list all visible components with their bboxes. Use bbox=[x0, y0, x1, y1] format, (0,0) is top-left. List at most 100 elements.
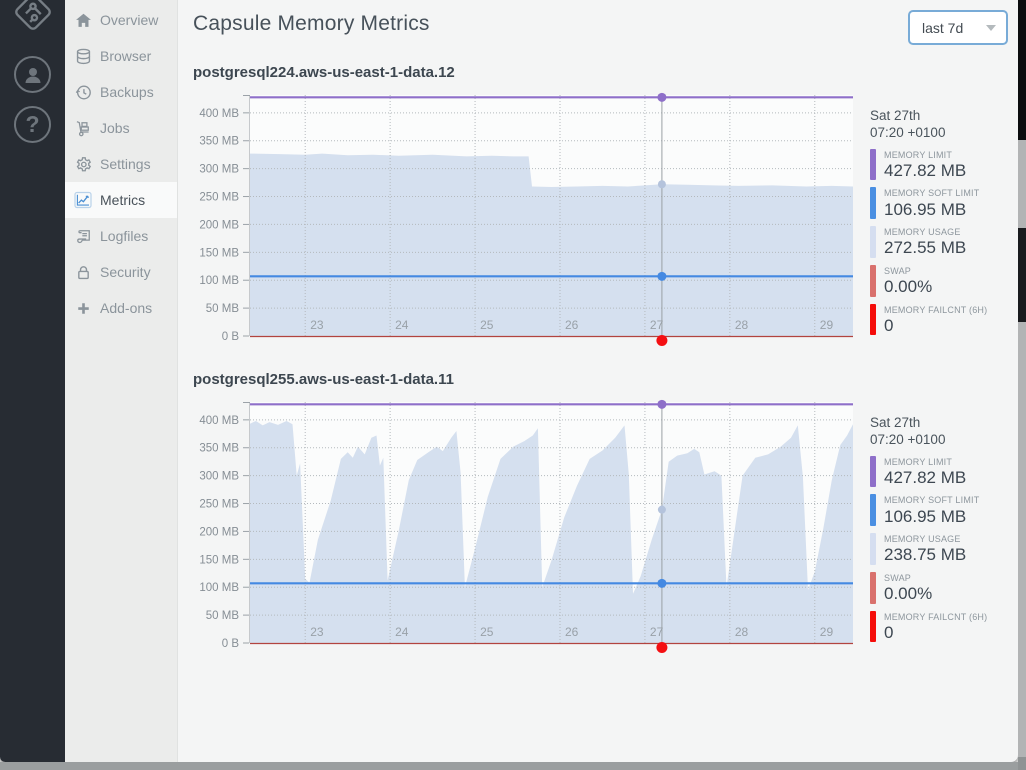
page-title: Capsule Memory Metrics bbox=[193, 12, 430, 35]
sidebar-item-backups[interactable]: Backups bbox=[65, 74, 177, 110]
sidebar-item-label: Browser bbox=[100, 48, 152, 64]
legend-entry: MEMORY FAILCNT (6H)0 bbox=[870, 303, 1011, 336]
legend-label: MEMORY SOFT LIMIT bbox=[884, 188, 980, 199]
crosshair-dot-baseline bbox=[656, 335, 668, 346]
x-tick-label: 28 bbox=[735, 625, 749, 639]
sidebar-item-label: Overview bbox=[100, 12, 159, 28]
sidebar-item-label: Metrics bbox=[100, 192, 146, 208]
x-tick-label: 23 bbox=[310, 318, 324, 332]
x-tick-label: 23 bbox=[310, 625, 324, 639]
main-content: Capsule Memory Metrics last 7d postgresq… bbox=[178, 0, 1018, 762]
legend-value: 427.82 MB bbox=[884, 467, 967, 487]
chart-icon bbox=[74, 191, 92, 209]
x-tick-label: 29 bbox=[820, 318, 834, 332]
sidebar-item-label: Security bbox=[100, 264, 151, 280]
legend-label: MEMORY USAGE bbox=[884, 534, 961, 545]
chevron-down-icon bbox=[986, 24, 996, 31]
y-tick-label: 150 MB bbox=[199, 247, 239, 259]
y-tick-label: 100 MB bbox=[199, 275, 239, 287]
crosshair-dot-usage bbox=[657, 180, 666, 189]
user-avatar-icon[interactable] bbox=[14, 56, 51, 93]
legend-label: MEMORY FAILCNT (6H) bbox=[884, 611, 988, 622]
legend-swatch bbox=[870, 571, 876, 604]
x-tick-label: 24 bbox=[395, 625, 409, 639]
legend-value: 238.75 MB bbox=[884, 545, 967, 565]
gear-icon bbox=[74, 155, 92, 173]
legend-label: MEMORY USAGE bbox=[884, 227, 961, 238]
x-tick-label: 26 bbox=[565, 318, 579, 332]
legend-value: 0 bbox=[884, 315, 894, 335]
x-tick-label: 27 bbox=[650, 625, 664, 639]
sidebar-item-add-ons[interactable]: Add-ons bbox=[65, 290, 177, 326]
icon-rail: ? bbox=[0, 0, 65, 762]
database-icon bbox=[74, 47, 92, 65]
y-tick-label: 50 MB bbox=[206, 303, 240, 315]
sidebar-item-overview[interactable]: Overview bbox=[65, 2, 177, 38]
y-tick-label: 50 MB bbox=[206, 610, 240, 622]
home-icon bbox=[74, 11, 92, 29]
sidebar-item-browser[interactable]: Browser bbox=[65, 38, 177, 74]
help-icon[interactable]: ? bbox=[14, 106, 51, 143]
legend-value: 272.55 MB bbox=[884, 238, 967, 258]
legend-swatch bbox=[870, 187, 876, 220]
y-tick-label: 0 B bbox=[222, 638, 240, 650]
crosshair-dot-usage bbox=[657, 505, 666, 514]
sidebar-item-security[interactable]: Security bbox=[65, 254, 177, 290]
legend-label: MEMORY FAILCNT (6H) bbox=[884, 304, 988, 315]
x-tick-label: 26 bbox=[565, 625, 579, 639]
x-tick-label: 24 bbox=[395, 318, 409, 332]
sidebar-item-label: Jobs bbox=[100, 120, 130, 136]
plus-icon bbox=[74, 299, 92, 317]
legend-swatch bbox=[870, 226, 876, 258]
app-logo-icon bbox=[10, 0, 56, 43]
crosshair-time: 07:20 +0100 bbox=[870, 124, 946, 140]
y-tick-label: 400 MB bbox=[199, 415, 239, 427]
x-tick-label: 25 bbox=[480, 318, 494, 332]
y-tick-label: 200 MB bbox=[199, 526, 239, 538]
sidebar-item-label: Add-ons bbox=[100, 300, 153, 316]
legend-label: SWAP bbox=[884, 265, 911, 276]
dolly-icon bbox=[74, 119, 92, 137]
legend-value: 106.95 MB bbox=[884, 506, 967, 526]
y-tick-label: 300 MB bbox=[199, 164, 239, 176]
time-range-select[interactable]: last 7d bbox=[908, 10, 1008, 45]
y-tick-label: 300 MB bbox=[199, 471, 239, 483]
sidebar-item-label: Backups bbox=[100, 84, 154, 100]
legend-entry: MEMORY FAILCNT (6H)0 bbox=[870, 610, 1011, 643]
sidebar-item-label: Logfiles bbox=[100, 228, 149, 244]
desktop-edge-bottom bbox=[0, 762, 1018, 770]
sidebar-item-jobs[interactable]: Jobs bbox=[65, 110, 177, 146]
sidebar-item-metrics[interactable]: Metrics bbox=[65, 182, 177, 218]
help-glyph: ? bbox=[25, 111, 40, 137]
memory-usage-area bbox=[250, 153, 853, 336]
crosshair-dot-soft-limit bbox=[657, 271, 667, 281]
legend-swatch bbox=[870, 264, 876, 297]
y-tick-label: 350 MB bbox=[199, 443, 239, 455]
legend-swatch bbox=[870, 610, 876, 643]
sidebar-item-logfiles[interactable]: Logfiles bbox=[65, 218, 177, 254]
lock-icon bbox=[74, 263, 92, 281]
scroll-icon bbox=[74, 227, 92, 245]
y-tick-label: 400 MB bbox=[199, 108, 239, 120]
crosshair-dot-limit bbox=[657, 399, 667, 409]
crosshair-dot-baseline bbox=[656, 642, 668, 653]
sidebar-item-settings[interactable]: Settings bbox=[65, 146, 177, 182]
x-tick-label: 29 bbox=[820, 625, 834, 639]
legend-value: 0 bbox=[884, 622, 894, 642]
legend-label: SWAP bbox=[884, 572, 911, 583]
legend-swatch bbox=[870, 303, 876, 336]
x-tick-label: 27 bbox=[650, 318, 664, 332]
y-tick-label: 200 MB bbox=[199, 219, 239, 231]
